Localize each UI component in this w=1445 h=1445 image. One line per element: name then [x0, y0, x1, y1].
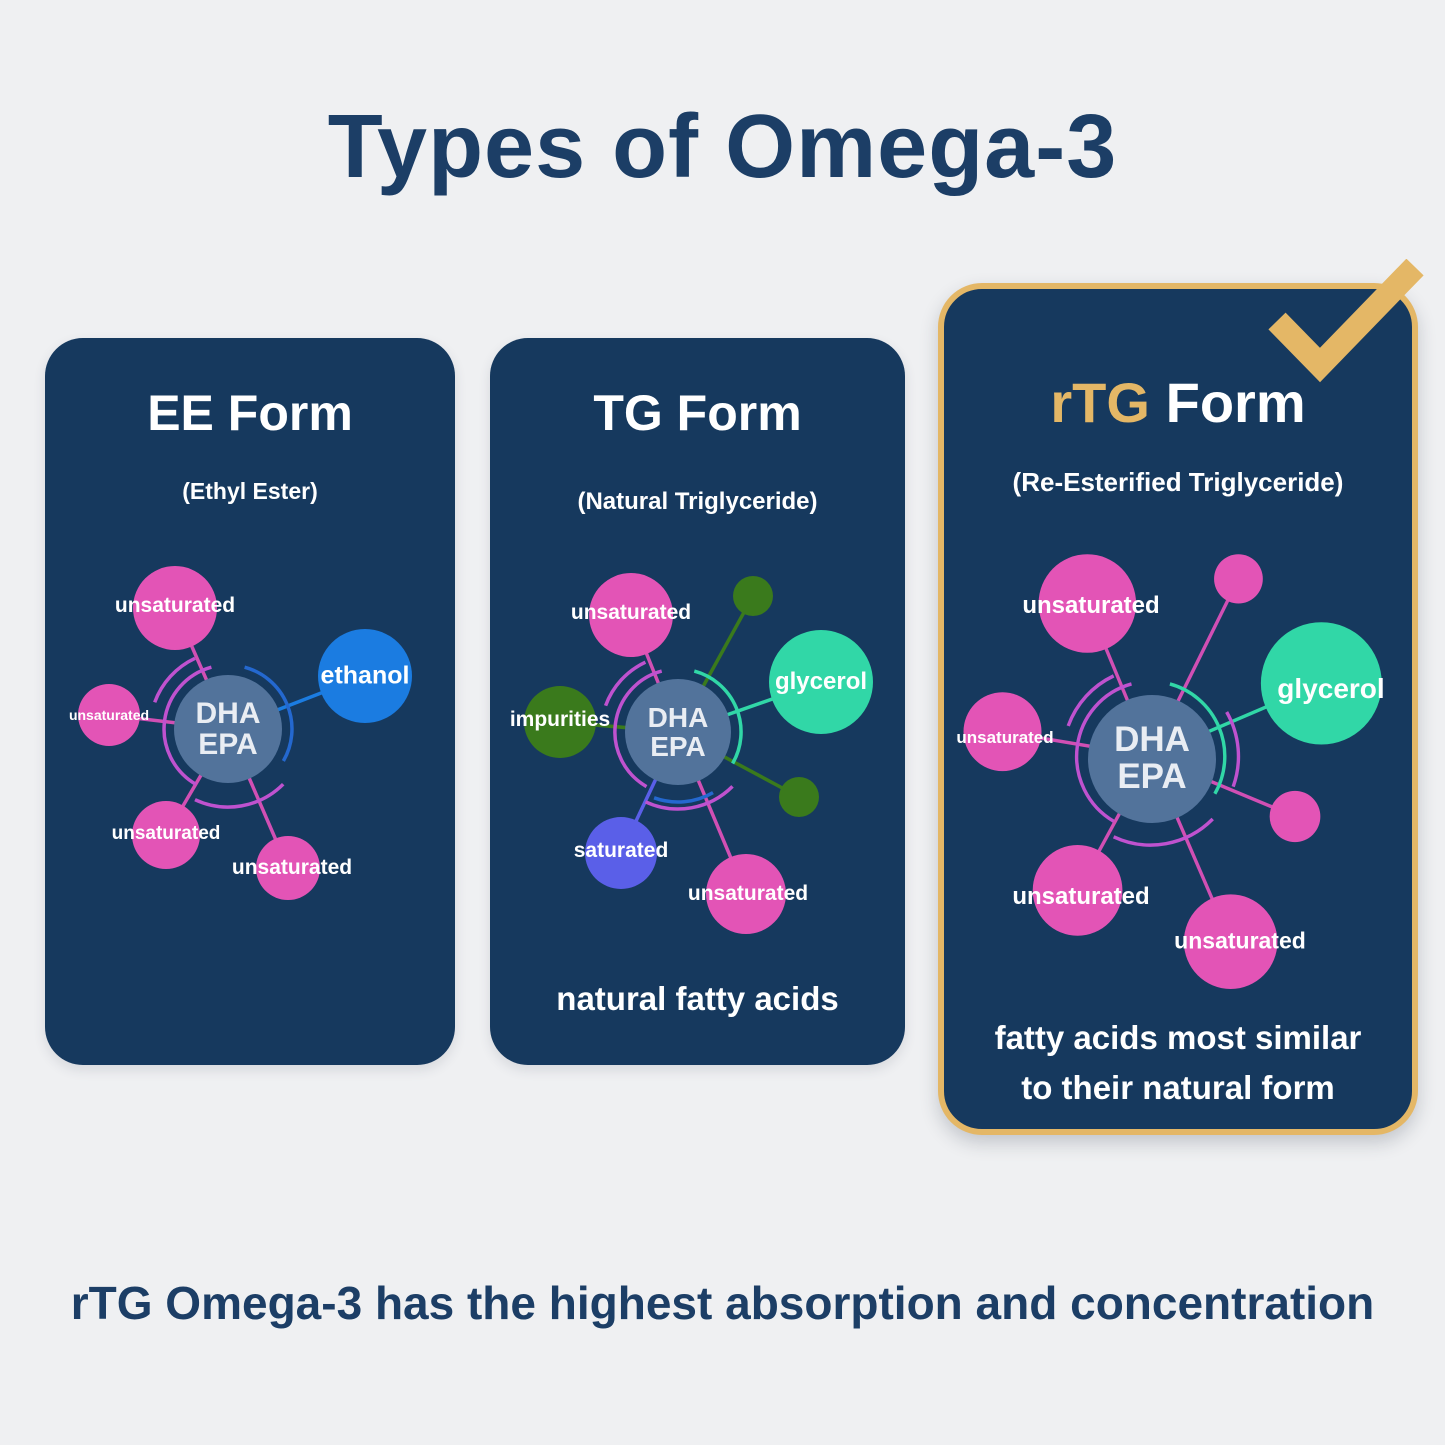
- rtg-dha-label: DHA: [1114, 720, 1190, 760]
- ee-unsaturated-bottom-right-circle: [256, 836, 320, 900]
- rtg-dha-epa-circle: DHA EPA: [1088, 695, 1216, 823]
- ee-unsaturated-bottom-left-circle: [132, 801, 200, 869]
- ee-unsaturated-left-label: unsaturated: [68, 707, 150, 723]
- ee-dha-label: DHA: [195, 696, 261, 730]
- rtg-unsaturated-left-label: unsaturated: [956, 728, 1054, 747]
- ee-unsaturated-left-circle: [78, 684, 140, 746]
- rtg-unsaturated-bottom-left-circle: [1032, 845, 1123, 936]
- panel-ee-form: EE Form (Ethyl Ester) DHA EP: [45, 338, 455, 1065]
- tg-glycerol-circle: [769, 630, 873, 734]
- rtg-note-line1: fatty acids most similar: [994, 1019, 1362, 1056]
- rtg-glycerol-label: glycerol: [1277, 673, 1385, 704]
- rtg-unsaturated-left-circle: [963, 692, 1042, 772]
- rtg-unsaturated-bottom-right-circle: [1183, 894, 1278, 989]
- rtg-unsaturated-bottom-left-label: unsaturated: [1012, 883, 1150, 910]
- tg-unsaturated-top-circle: [589, 573, 673, 657]
- tg-note: natural fatty acids: [556, 980, 839, 1017]
- ee-form-title: EE Form: [147, 385, 353, 441]
- ee-unsaturated-top-circle: [133, 566, 217, 650]
- tg-dha-epa-circle: DHA EPA: [625, 679, 731, 785]
- rtg-title-rest: Form: [1165, 371, 1306, 434]
- tg-form-title: TG Form: [593, 385, 802, 441]
- ee-molecule-graphic: [78, 566, 412, 900]
- rtg-title-accent: rTG: [1050, 371, 1150, 434]
- rtg-unsaturated-top-label: unsaturated: [1022, 592, 1160, 619]
- tg-unsaturated-bottom-label: unsaturated: [687, 882, 809, 905]
- tg-unsaturated-top-label: unsaturated: [570, 601, 692, 624]
- bottom-caption: rTG Omega-3 has the highest absorption a…: [70, 1277, 1375, 1329]
- ee-dha-epa-circle: DHA EPA: [174, 675, 282, 783]
- panel-tg-form: TG Form (Natural Triglyceride): [490, 338, 905, 1065]
- rtg-form-subtitle: (Re-Esterified Triglyceride): [1012, 467, 1344, 497]
- tg-unsaturated-bottom-circle: [706, 854, 786, 934]
- tg-small-green-top-circle: [733, 576, 773, 616]
- tg-molecule-diagram: DHA EPA unsaturated glycerol impurities …: [490, 338, 905, 1065]
- page-title: Types of Omega-3: [327, 97, 1118, 197]
- tg-impurities-circle: [524, 686, 596, 758]
- rtg-unsaturated-bottom-right-label: unsaturated: [1174, 927, 1306, 954]
- ee-molecule-diagram: DHA EPA unsaturated ethanol unsaturated …: [45, 338, 455, 1065]
- gold-checkmark-icon: [1268, 259, 1424, 383]
- tg-saturated-circle: [585, 817, 657, 889]
- tg-impurities-label: impurities: [509, 708, 611, 731]
- tg-epa-label: EPA: [650, 731, 706, 762]
- tg-form-subtitle: (Natural Triglyceride): [577, 488, 818, 515]
- rtg-molecule-graphic: [963, 554, 1382, 989]
- ee-epa-label: EPA: [198, 728, 258, 761]
- rtg-note-line2: to their natural form: [1021, 1069, 1335, 1106]
- tg-small-green-right-circle: [779, 777, 819, 817]
- tg-glycerol-label: glycerol: [774, 668, 868, 695]
- ee-unsaturated-bottom-right-label: unsaturated: [231, 856, 353, 879]
- tg-molecule-graphic: [524, 573, 873, 934]
- ee-unsaturated-bottom-left-label: unsaturated: [111, 823, 221, 844]
- ee-ethanol-label: ethanol: [320, 661, 410, 690]
- rtg-small-pink-top-circle: [1214, 554, 1263, 604]
- tg-saturated-label: saturated: [573, 839, 669, 862]
- tg-dha-label: DHA: [647, 701, 709, 733]
- ee-unsaturated-top-label: unsaturated: [114, 594, 236, 617]
- ee-ethanol-circle: [318, 629, 412, 723]
- rtg-molecule-diagram: DHA EPA unsaturated glycerol unsaturated…: [944, 289, 1412, 1129]
- rtg-unsaturated-top-circle: [1038, 554, 1137, 653]
- rtg-epa-label: EPA: [1117, 757, 1187, 796]
- rtg-small-pink-right-circle: [1269, 790, 1321, 843]
- rtg-glycerol-circle: [1260, 622, 1382, 745]
- ee-form-subtitle: (Ethyl Ester): [182, 478, 318, 504]
